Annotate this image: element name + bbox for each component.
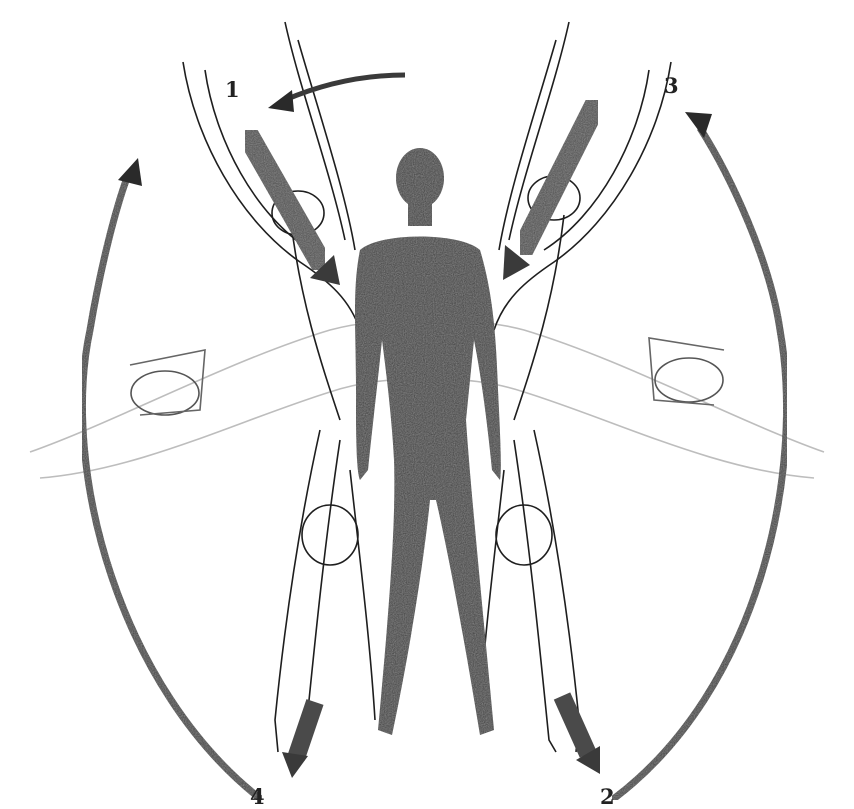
step-label-1: 1 [225,79,240,100]
short-arrow-upper-right [503,100,598,280]
short-arrow-upper-left [245,130,340,285]
step-label-4: 4 [250,786,265,807]
short-arrow-lower-right [562,696,600,774]
curved-arrow-left [82,158,262,800]
short-arrow-lower-left [282,702,315,778]
step-label-2: 2 [600,786,615,807]
step-label-3: 3 [664,75,679,96]
curved-arrow-right [612,112,787,800]
curved-arrow-top [268,75,405,112]
outline-figure-upper-right [494,22,671,420]
central-figure [355,148,501,735]
